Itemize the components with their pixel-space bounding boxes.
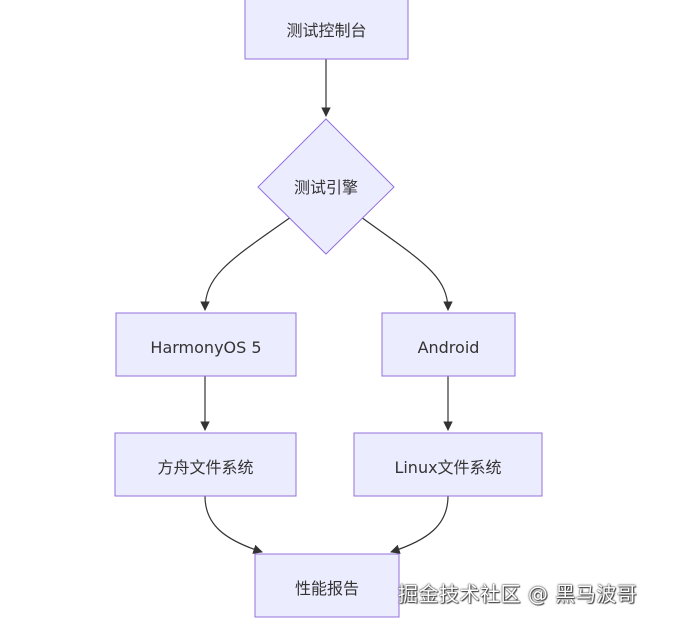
watermark: 掘金技术社区 @ 黑马波哥 [398, 582, 638, 606]
node-label: 方舟文件系统 [157, 458, 253, 477]
node-label: HarmonyOS 5 [150, 338, 261, 357]
node-android: Android [381, 312, 516, 377]
edge-fangzhou-to-report [204, 495, 263, 554]
node-label: Android [418, 338, 480, 357]
edges [200, 59, 453, 554]
node-label: 测试控制台 [286, 21, 366, 40]
edge-engine-to-harmony [200, 216, 292, 311]
edge-engine-to-android [360, 216, 453, 311]
node-fangzhou-fs: 方舟文件系统 [114, 432, 297, 497]
node-label: Linux文件系统 [394, 458, 501, 477]
node-label: 测试引擎 [294, 178, 358, 197]
edge-linuxfs-to-report [390, 495, 449, 554]
node-linux-fs: Linux文件系统 [353, 432, 543, 497]
node-test-engine: 测试引擎 [257, 118, 395, 255]
node-test-console: 测试控制台 [244, 0, 409, 60]
node-label: 性能报告 [295, 579, 359, 598]
node-performance-report: 性能报告 [254, 553, 400, 618]
node-harmonyos: HarmonyOS 5 [115, 312, 297, 377]
